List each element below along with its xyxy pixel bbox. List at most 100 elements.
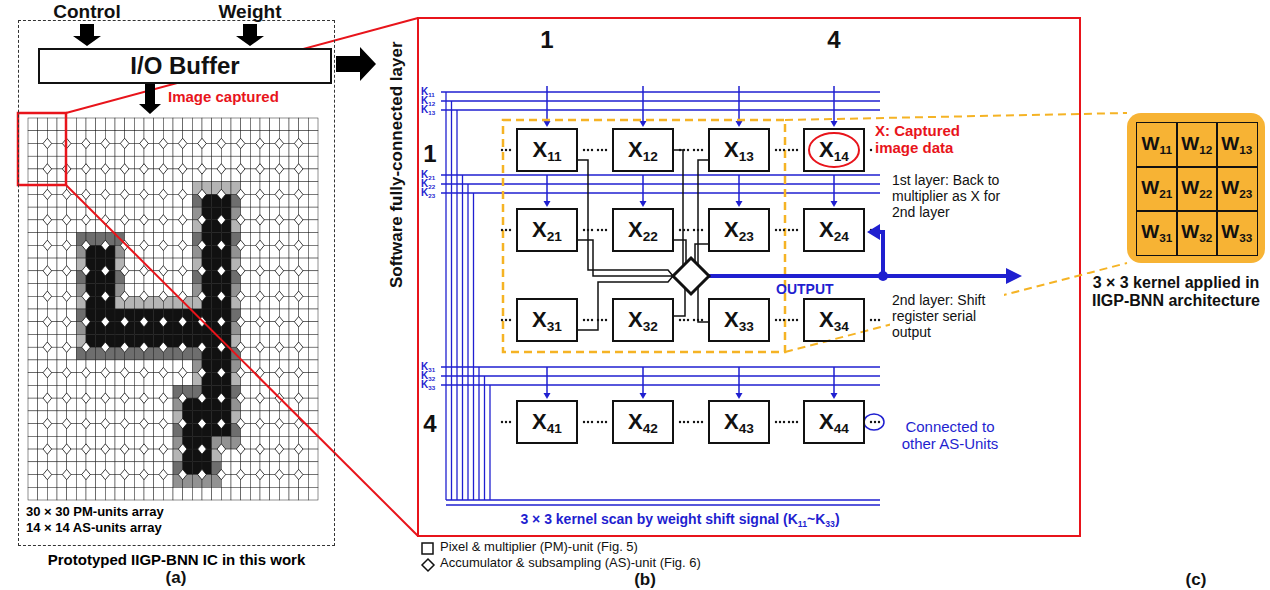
- output-arrow: [709, 274, 1008, 278]
- as-unit-diamond: [178, 266, 187, 276]
- continuation-dot: [701, 229, 703, 231]
- as-unit-diamond: [198, 240, 207, 250]
- continuation-dot: [779, 319, 781, 321]
- signal-name: K23: [421, 188, 435, 198]
- continuation-dot: [597, 149, 599, 151]
- as-unit-diamond: [140, 291, 149, 301]
- continuation-dot: [509, 421, 511, 423]
- node-body: X32: [614, 300, 672, 340]
- weight-line: [478, 367, 479, 500]
- as-unit-diamond: [62, 418, 71, 428]
- as-unit-diamond: [217, 367, 226, 377]
- as-unit-diamond: [82, 215, 91, 225]
- as-unit-diamond: [120, 189, 129, 199]
- as-unit-diamond: [43, 240, 52, 250]
- as-unit-diamond: [82, 240, 91, 250]
- subscript: 12: [643, 149, 658, 164]
- continuation-dot: [679, 421, 681, 423]
- wire: [674, 288, 685, 316]
- as-unit-diamond: [120, 164, 129, 174]
- node-body: X33: [710, 300, 768, 340]
- continuation-dot: [509, 319, 511, 321]
- as-unit-diamond: [101, 342, 110, 352]
- as-unit-diamond: [43, 138, 52, 148]
- pixel-cell: [308, 309, 318, 322]
- subscript: 22: [1199, 187, 1212, 200]
- as-unit-diamond: [159, 444, 168, 454]
- pixel-cell: [250, 487, 260, 500]
- as-unit-diamond: [217, 418, 226, 428]
- subscript: 22: [428, 183, 435, 190]
- as-unit-diamond: [159, 367, 168, 377]
- node-body: I/O Buffer: [40, 50, 330, 82]
- subscript: 33: [825, 519, 835, 529]
- as-unit-diamond: [198, 393, 207, 403]
- as-unit-diamond: [159, 266, 168, 276]
- subscript: 11: [547, 149, 561, 164]
- highlight-circle: [809, 133, 859, 167]
- wire: [578, 160, 673, 276]
- pixel-cell: [28, 334, 38, 347]
- panel-letter: (a): [166, 568, 187, 588]
- as-unit-diamond: [178, 342, 187, 352]
- subscript: 13: [1239, 143, 1252, 156]
- as-unit-diamond: [101, 393, 110, 403]
- as-unit-diamond: [82, 469, 91, 479]
- node-body: X31: [518, 300, 576, 340]
- continuation-dot: [587, 421, 589, 423]
- pm-unit: X43: [708, 400, 770, 444]
- block-arrow: [236, 24, 264, 46]
- unit-label: I/O Buffer: [130, 53, 239, 79]
- as-unit-diamond: [120, 291, 129, 301]
- as-unit-diamond: [236, 291, 245, 301]
- pixel-cell: [289, 487, 299, 500]
- kernel-caption: 3 × 3 kernel applied in IIGP-BNN archite…: [1084, 274, 1268, 311]
- pixel-cell: [308, 398, 318, 411]
- pixel-cell: [105, 487, 115, 500]
- pixel-cell: [308, 284, 318, 297]
- pixel-cell: [173, 118, 183, 131]
- pixel-cell: [308, 385, 318, 398]
- weight-tap: [546, 367, 548, 394]
- as-unit-diamond: [275, 367, 284, 377]
- node-body: W22: [1177, 167, 1217, 211]
- continuation-dot: [783, 149, 785, 151]
- pixel-cell: [144, 118, 154, 131]
- pixel-cell: [28, 424, 38, 437]
- weight-line: [462, 175, 463, 500]
- note: Connected to other AS-Units: [888, 418, 1012, 453]
- as-unit-diamond: [217, 189, 226, 199]
- weight-line: [467, 184, 468, 500]
- wire: [698, 287, 708, 322]
- subscript: 23: [1239, 187, 1252, 200]
- as-unit-diamond: [43, 164, 52, 174]
- unit-label: X11: [532, 138, 561, 162]
- legend-sample: [422, 559, 434, 571]
- as-unit-diamond: [217, 240, 226, 250]
- weight-line: [441, 384, 880, 385]
- arrowhead: [640, 201, 647, 207]
- continuation-dot: [687, 319, 689, 321]
- weight-tap: [738, 86, 740, 122]
- as-unit-diamond: [294, 342, 303, 352]
- pm-unit: X33: [708, 298, 770, 342]
- weight-line: [441, 174, 880, 175]
- subscript: 42: [643, 421, 658, 436]
- as-unit-diamond: [275, 342, 284, 352]
- pm-unit: X34: [803, 298, 865, 342]
- as-unit-diamond: [198, 444, 207, 454]
- weight-tap: [642, 86, 644, 122]
- pixel-cell: [260, 118, 270, 131]
- continuation-dot: [874, 319, 876, 321]
- continuation-dot: [870, 421, 872, 423]
- as-unit-diamond: [217, 393, 226, 403]
- array-note: 30 × 30 PM-units array: [26, 505, 164, 520]
- as-unit-diamond: [236, 164, 245, 174]
- continuation-dot: [605, 319, 607, 321]
- unit-label: X32: [628, 308, 658, 332]
- as-unit-diamond: [178, 138, 187, 148]
- pm-unit: X31: [516, 298, 578, 342]
- as-unit-diamond: [236, 189, 245, 199]
- as-unit-diamond: [120, 342, 129, 352]
- kernel-weight: W21: [1136, 166, 1178, 212]
